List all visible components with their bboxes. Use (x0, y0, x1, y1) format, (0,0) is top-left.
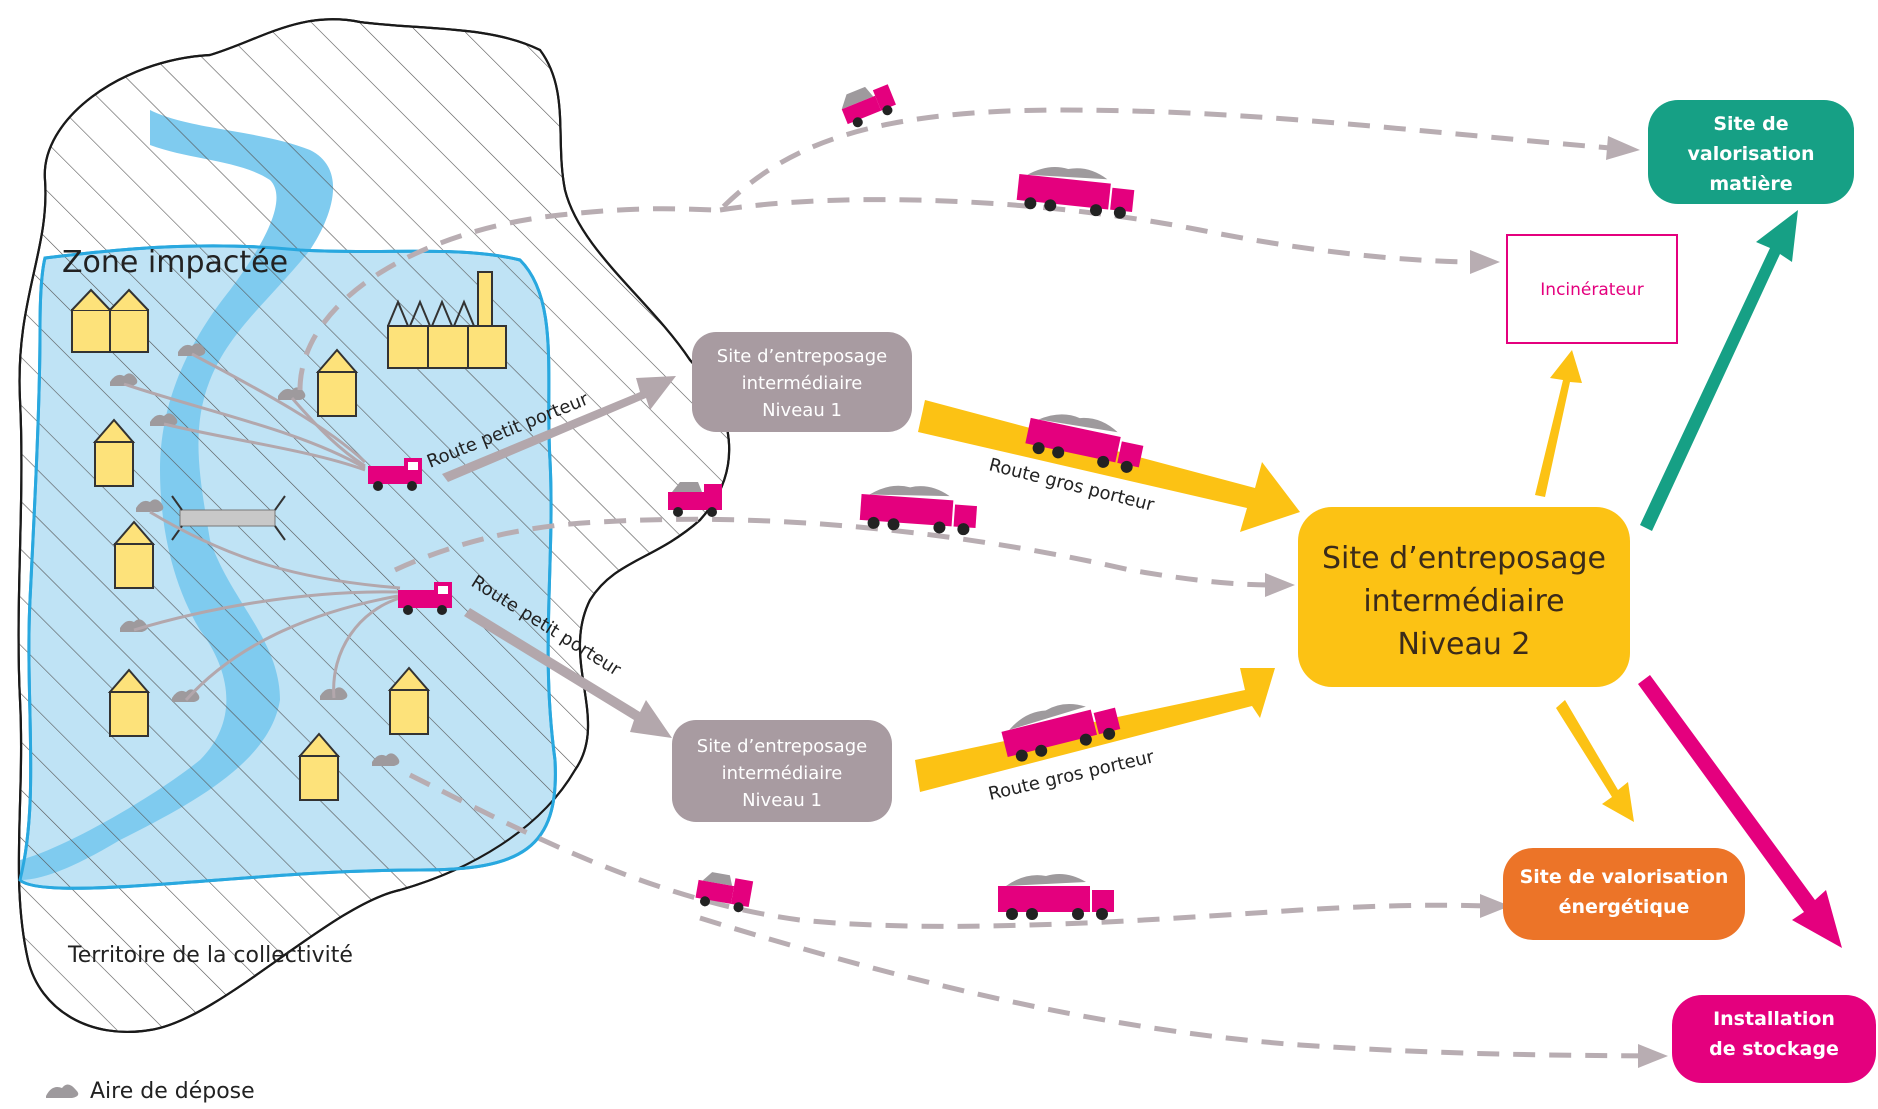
small-truck-icon (368, 458, 422, 491)
node-level1-bottom-line2: intermédiaire (722, 763, 843, 784)
node-stockage-line1: Installation (1713, 1008, 1835, 1030)
legend: Aire de dépose (46, 1079, 255, 1104)
bridge-icon (171, 495, 286, 541)
legend-label: Aire de dépose (90, 1079, 255, 1104)
node-valorisation-energetique-line2: énergétique (1559, 896, 1690, 918)
node-incinerateur-label: Incinérateur (1540, 280, 1643, 300)
factory-icon (387, 271, 507, 369)
node-stockage: Installation de stockage (1672, 995, 1876, 1083)
dashed-routes (297, 107, 1651, 1059)
node-valorisation-energetique: Site de valorisation énergétique (1503, 848, 1745, 940)
collection-paths (123, 352, 401, 702)
territoire-label: Territoire de la collectivité (67, 943, 353, 968)
dump-pile-icon (46, 1084, 79, 1098)
house-group-icon (71, 288, 149, 353)
large-truck-icon (1016, 167, 1135, 219)
node-level1-bottom: Site d’entreposage intermédiaire Niveau … (672, 720, 892, 822)
node-valorisation-matiere-line1: Site de (1713, 113, 1788, 135)
node-valorisation-energetique-line1: Site de valorisation (1520, 866, 1729, 888)
small-truck-icon (668, 482, 722, 517)
house-icon (112, 520, 156, 589)
large-truck-icon (998, 874, 1114, 920)
node-level1-top-line1: Site d’entreposage (717, 346, 887, 367)
node-level1-top-line3: Niveau 1 (762, 400, 842, 421)
house-icon (297, 732, 341, 801)
house-icon (92, 418, 136, 487)
dashed-route-arrowheads (1265, 136, 1668, 1068)
node-level2-line2: intermédiaire (1363, 584, 1564, 619)
node-level2-line3: Niveau 2 (1397, 627, 1530, 662)
node-incinerateur: Incinérateur (1506, 234, 1678, 344)
territory-hatching (18, 19, 730, 1032)
node-valorisation-matiere-line3: matière (1709, 173, 1792, 195)
node-level1-top-line2: intermédiaire (742, 373, 863, 394)
large-truck-icon (1001, 704, 1121, 762)
house-icon (315, 348, 359, 417)
large-truck-icon (1025, 414, 1144, 473)
house-icon (107, 668, 151, 737)
impacted-zone-border (18, 244, 557, 890)
node-stockage-line2: de stockage (1709, 1038, 1839, 1060)
node-valorisation-matiere-line2: valorisation (1688, 143, 1815, 165)
node-valorisation-matiere: Site de valorisation matière (1648, 100, 1854, 204)
node-level1-bottom-line3: Niveau 1 (742, 790, 822, 811)
destination-arrows (1535, 210, 1842, 948)
house-icon (387, 666, 431, 735)
small-truck-icon (841, 84, 896, 128)
route-petit-porteur-arrows (442, 376, 676, 738)
zone-label: Zone impactée (62, 245, 288, 280)
node-level1-top: Site d’entreposage intermédiaire Niveau … (692, 332, 912, 432)
small-truck-icon (695, 872, 754, 913)
node-level1-bottom-line1: Site d’entreposage (697, 736, 867, 757)
node-level2-line1: Site d’entreposage (1322, 541, 1606, 576)
small-truck-icon (398, 582, 452, 615)
node-level2: Site d’entreposage intermédiaire Niveau … (1298, 507, 1630, 687)
large-truck-icon (859, 485, 978, 536)
